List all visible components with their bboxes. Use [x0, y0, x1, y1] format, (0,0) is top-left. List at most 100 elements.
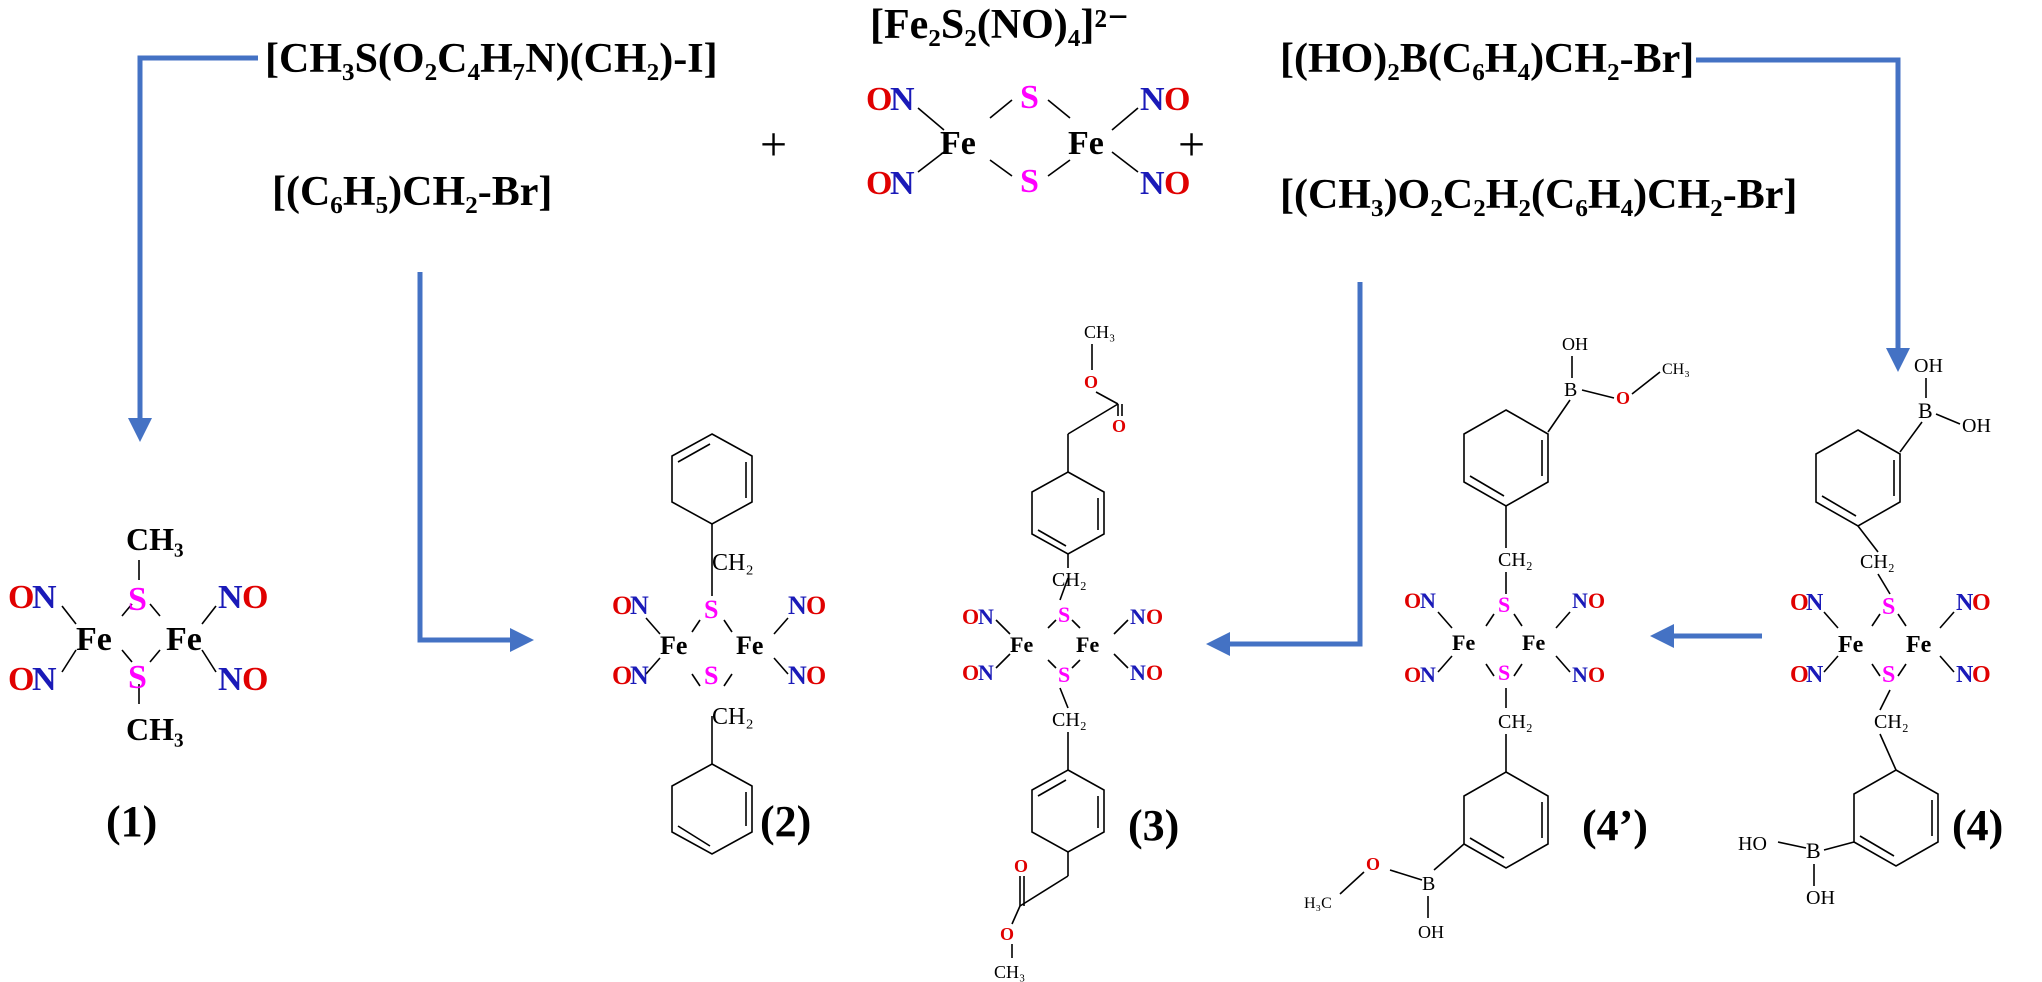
c4-benzene-bottom: [1853, 769, 1939, 867]
c4-ho-bottom: HO: [1738, 833, 1767, 855]
compound-1-ch3-bottom: CH₃: [126, 711, 184, 747]
compound-1-sulfur-bottom: S: [128, 659, 147, 696]
c1-no-bl-o: O: [8, 661, 34, 698]
c2-no-br-n: N: [788, 661, 807, 690]
c4p-benzene-bottom: [1463, 771, 1549, 869]
c3-benzene-top: [1031, 471, 1105, 555]
c3-ester-o-top: O: [1084, 372, 1098, 392]
core-no-br-n: N: [1140, 165, 1165, 202]
arrow-head-4: [1886, 348, 1910, 372]
c3-ch3-top: CH₃: [1084, 322, 1115, 342]
c3-benzene-bottom: [1031, 769, 1105, 853]
c2-ch2-top: CH₂: [712, 550, 754, 576]
c3-sulfur-bottom: S: [1058, 662, 1070, 687]
c4p-no-tr-n: N: [1572, 588, 1588, 613]
plus-sign-right: +: [1178, 118, 1205, 171]
c1-no-tl-n: N: [32, 579, 57, 616]
c1-no-br-o: O: [242, 661, 268, 698]
c4-no-bl-o: O: [1790, 662, 1809, 688]
c4-ch2-top: CH₂: [1860, 551, 1895, 573]
c4p-boron-bottom: B: [1422, 873, 1435, 895]
c4p-iron-right: Fe: [1522, 630, 1545, 655]
c2-iron-left: Fe: [660, 631, 687, 660]
c4-no-bl-n: N: [1806, 662, 1824, 688]
reactant-ester-benzyl-bromide: [(CH₃)O₂C₂H₂(C₆H₄)CH₂-Br]: [1280, 172, 1797, 218]
c4-boron-top: B: [1918, 398, 1933, 423]
c4-no-tr-o: O: [1972, 590, 1991, 616]
reaction-arrows: [128, 55, 1910, 656]
label-compound-3: (3): [1128, 801, 1179, 850]
c4p-benzene-top: [1463, 409, 1549, 507]
c4-iron-left: Fe: [1838, 632, 1864, 658]
c4p-no-br-o: O: [1588, 662, 1605, 687]
c4-benzene-top: [1815, 429, 1901, 527]
compound-1-ch3-top: CH₃: [126, 521, 184, 557]
c1-no-tl-o: O: [8, 579, 34, 616]
c4p-iron-left: Fe: [1452, 630, 1475, 655]
c3-no-br-o: O: [1146, 660, 1163, 685]
compound-1-iron-left: Fe: [76, 621, 112, 658]
c4p-no-br-n: N: [1572, 662, 1588, 687]
c4p-methoxy-o-bottom: O: [1366, 854, 1380, 874]
compound-1-sulfur-top: S: [128, 581, 147, 618]
arrow-head-1: [128, 418, 152, 442]
c3-sulfur-top: S: [1058, 602, 1070, 627]
arrow-to-compound-3: [1228, 282, 1363, 647]
c4-ch2-bottom: CH₂: [1874, 711, 1909, 733]
c3-ch2-top: CH₂: [1052, 569, 1087, 591]
c1-no-tr-n: N: [218, 579, 243, 616]
core-no-br-o: O: [1164, 165, 1190, 202]
core-iron-right: Fe: [1068, 125, 1104, 162]
label-compound-2: (2): [760, 797, 811, 846]
core-iron-left: Fe: [940, 125, 976, 162]
core-sulfur-bottom: S: [1020, 163, 1039, 200]
c4p-h3c-bottom: H₃C: [1304, 895, 1332, 912]
c3-no-bl-n: N: [978, 660, 994, 685]
c3-carbonyl-o-top: O: [1112, 416, 1126, 436]
core-no-bl-n: N: [890, 165, 915, 202]
c4-no-br-o: O: [1972, 662, 1991, 688]
compound-1-iron-right: Fe: [166, 621, 202, 658]
c4-oh-bottom: OH: [1806, 887, 1835, 909]
reactant-iron-sulfur-nitrosyl-core: [Fe₂S₂(NO)₄]²⁻: [870, 2, 1129, 48]
c4p-ch3-top: CH₃: [1662, 361, 1690, 378]
c2-iron-right: Fe: [736, 631, 763, 660]
plus-sign-left: +: [760, 118, 787, 171]
c2-benzene-bottom: [671, 763, 753, 855]
c4-sulfur-top: S: [1882, 594, 1895, 620]
core-no-tl-o: O: [866, 81, 892, 118]
c3-no-tl-n: N: [978, 604, 994, 629]
reactant-benzyl-bromide: [(C₆H₅)CH₂-Br]: [272, 169, 552, 215]
c3-no-tr-o: O: [1146, 604, 1163, 629]
arrow-to-compound-1: [137, 55, 258, 420]
label-compound-4-prime: (4’): [1582, 801, 1648, 850]
reactant-boronic-benzyl-bromide: [(HO)₂B(C₆H₄)CH₂-Br]: [1280, 36, 1694, 82]
c1-no-bl-n: N: [32, 661, 57, 698]
arrow-head-3: [1206, 632, 1230, 656]
c4p-no-tl-n: N: [1420, 588, 1436, 613]
compound-4: OH B OH CH₂ S S Fe Fe ON ON NO NO CH₂: [1738, 355, 1991, 909]
c4-no-br-n: N: [1956, 662, 1974, 688]
core-no-tr-n: N: [1140, 81, 1165, 118]
c2-no-tl-n: N: [630, 591, 649, 620]
c3-no-tr-n: N: [1130, 604, 1146, 629]
c4p-ch2-bottom: CH₂: [1498, 711, 1533, 733]
c4-boron-bottom: B: [1806, 838, 1821, 863]
c4p-oh-top: OH: [1562, 334, 1588, 354]
c2-benzene-top: [671, 433, 753, 525]
c2-no-br-o: O: [806, 661, 826, 690]
c1-no-tr-o: O: [242, 579, 268, 616]
c4p-ch2-top: CH₂: [1498, 549, 1533, 571]
c3-iron-right: Fe: [1076, 632, 1099, 657]
core-no-tl-n: N: [890, 81, 915, 118]
c4p-no-tl-o: O: [1404, 588, 1421, 613]
c2-no-tl-o: O: [612, 591, 632, 620]
arrow-to-compound-4: [1696, 57, 1901, 350]
c3-ch3-bottom: CH₃: [994, 962, 1025, 982]
